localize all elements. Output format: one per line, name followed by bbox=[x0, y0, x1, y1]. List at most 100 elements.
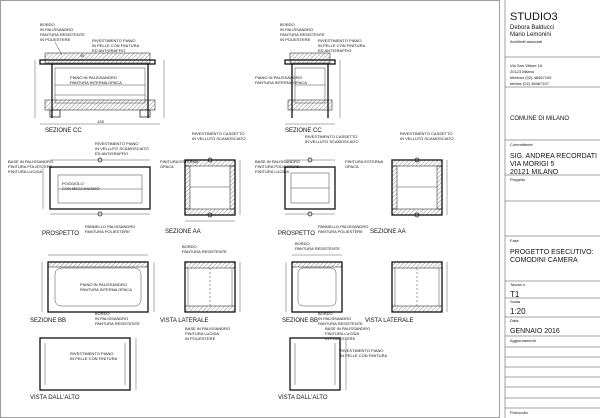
svg-text:BASE IN PALISSANDRO: BASE IN PALISSANDRO bbox=[185, 326, 230, 331]
fase-line2: COMODINI CAMERA bbox=[510, 257, 578, 264]
svg-text:RIVESTIMENTO CASSETTO: RIVESTIMENTO CASSETTO bbox=[400, 131, 453, 136]
svg-text:BASE IN PALISSANDRO: BASE IN PALISSANDRO bbox=[8, 159, 53, 164]
section-cc-right bbox=[284, 52, 341, 125]
top-view-right: RIVESTIMENTO PIANO IN PELLE CON FINITURA bbox=[289, 337, 387, 391]
svg-text:IN PALISSANDRO: IN PALISSANDRO bbox=[95, 316, 128, 321]
elevation-prospetto-right bbox=[284, 157, 336, 217]
top-view-left: RIVESTIMENTO PIANO IN PELLE CON FINITURA bbox=[39, 337, 137, 391]
progetto-heading: Progetto bbox=[510, 177, 526, 182]
note-bordo-top-bb-right: BORDO PANTURA RESISTENTE bbox=[295, 241, 340, 251]
fase-heading: Fase bbox=[510, 238, 520, 243]
architect-2: Mario Lemonini bbox=[510, 32, 551, 38]
view-label-sezione-bb-right: SEZIONE BB bbox=[282, 318, 318, 324]
svg-text:IN PALISSANDRO: IN PALISSANDRO bbox=[280, 27, 313, 32]
svg-text:PIANO IN PALISSANDRO: PIANO IN PALISSANDRO bbox=[70, 75, 117, 80]
client-label: COMUNE DI MILANO bbox=[510, 116, 569, 122]
svg-text:IN PELLE CON FINITURA: IN PELLE CON FINITURA bbox=[70, 356, 117, 361]
note-finitura-esterna-left: FINITURA ESTERNA OPACA bbox=[160, 159, 199, 169]
svg-text:IN VELLUTO SCAMOSCIATO: IN VELLUTO SCAMOSCIATO bbox=[400, 136, 454, 141]
svg-text:IN PELLE CON FINITURA: IN PELLE CON FINITURA bbox=[318, 43, 365, 48]
committente-heading: Committente bbox=[510, 142, 533, 147]
note-bordo-bb-left: BORDO IN PALISSANDRO PANTURA RESISTENTE bbox=[95, 311, 140, 326]
committente-city: 20121 MILANO bbox=[510, 169, 559, 176]
svg-text:FINITURA LUCIDA: FINITURA LUCIDA bbox=[185, 331, 219, 336]
svg-text:IN PELLE CON FINITURA: IN PELLE CON FINITURA bbox=[340, 353, 387, 358]
note-bordo-left: BORDO IN PALISSANDRO PANTURA RESISTENTE … bbox=[40, 22, 85, 56]
note-bordo-lat-left: BORDO PANTURA RESISTENTE bbox=[182, 244, 227, 254]
svg-text:FINITURA POLIESTERE: FINITURA POLIESTERE bbox=[255, 164, 300, 169]
svg-text:PANTURA INTERNA OPACA: PANTURA INTERNA OPACA bbox=[255, 80, 307, 85]
view-label-sezione-aa-left: SEZIONE AA bbox=[165, 229, 201, 235]
svg-text:RIVESTIMENTO PIANO: RIVESTIMENTO PIANO bbox=[70, 351, 114, 356]
view-label-vista-laterale-right: VISTA LATERALE bbox=[365, 318, 413, 324]
svg-text:RIVESTIMENTO PIANO: RIVESTIMENTO PIANO bbox=[92, 38, 136, 43]
note-palissandro-right: PANNELLO PALISSANDRO PANTURA POLIESTERE bbox=[318, 224, 368, 234]
view-label-sezione-bb-left: SEZIONE BB bbox=[30, 318, 66, 324]
note-palissandro-left: PANNELLO PALISSANDRO PANTURA POLIESTERE bbox=[85, 224, 135, 234]
note-bordo-right: BORDO IN PALISSANDRO PANTURA RESISTENTE … bbox=[280, 22, 325, 42]
tavola-heading: Tavola n. bbox=[510, 282, 526, 287]
data-heading: Data bbox=[510, 318, 519, 323]
note-finitura-esterna-right: FINITURA ESTERNA OPACA bbox=[345, 159, 384, 169]
svg-text:PANTURA RESISTENTE: PANTURA RESISTENTE bbox=[182, 249, 227, 254]
svg-text:PANTURA INTERNA OPACA: PANTURA INTERNA OPACA bbox=[70, 80, 122, 85]
scala-heading: Scala bbox=[510, 299, 521, 304]
svg-text:PANNELLO PALISSANDRO: PANNELLO PALISSANDRO bbox=[318, 224, 368, 229]
svg-text:IN POLIESTERE: IN POLIESTERE bbox=[185, 336, 216, 341]
note-rivestimento-aa-right: RIVESTIMENTO CASSETTO IN VELLUTO SCAMOSC… bbox=[400, 131, 454, 141]
section-aa-right bbox=[391, 157, 448, 218]
tavola-value: T1 bbox=[510, 290, 520, 299]
svg-text:IN VELLUTO SCAMOSCIATO: IN VELLUTO SCAMOSCIATO bbox=[305, 139, 359, 144]
architects-role: Architetti associati bbox=[510, 39, 542, 44]
svg-text:PIANO IN PALISSANDRO: PIANO IN PALISSANDRO bbox=[255, 75, 302, 80]
svg-text:FINITURA LUCIDA: FINITURA LUCIDA bbox=[8, 169, 42, 174]
svg-text:PANTURA POLIESTERE: PANTURA POLIESTERE bbox=[85, 229, 130, 234]
svg-text:IN PELLE CON FINITURA: IN PELLE CON FINITURA bbox=[92, 43, 139, 48]
svg-text:FINITURA LUCIDA: FINITURA LUCIDA bbox=[325, 331, 359, 336]
view-label-vista-alto-right: VISTA DALL'ALTO bbox=[278, 395, 328, 401]
svg-text:BORDO: BORDO bbox=[318, 311, 333, 316]
svg-text:PIANO IN PALISSANDRO: PIANO IN PALISSANDRO bbox=[80, 282, 127, 287]
svg-text:RIVESTIMENTO PIANO: RIVESTIMENTO PIANO bbox=[340, 348, 384, 353]
view-label-prospetto-right: PROSPETTO bbox=[278, 231, 315, 237]
note-rivestimento-aa-left: RIVESTIMENTO CASSETTO IN VELLUTO SCAMOSC… bbox=[192, 131, 246, 141]
studio-fax: telefax (02) 48467107 bbox=[510, 81, 550, 86]
svg-text:RIVESTIMENTO CASSETTO: RIVESTIMENTO CASSETTO bbox=[305, 134, 358, 139]
side-view-left bbox=[184, 261, 241, 313]
svg-text:IN POLIESTERE: IN POLIESTERE bbox=[40, 37, 71, 42]
svg-text:PANTURA RESISTENTE: PANTURA RESISTENTE bbox=[95, 321, 140, 326]
view-label-sezione-cc-left: SEZIONE CC bbox=[45, 128, 82, 134]
note-base-lat-left: BASE IN PALISSANDRO FINITURA LUCIDA IN P… bbox=[185, 326, 230, 341]
svg-text:FINITURA POLIESTERE: FINITURA POLIESTERE bbox=[8, 164, 53, 169]
dim-top: 45 bbox=[80, 53, 85, 58]
studio-address: Via San Vittore 16 bbox=[510, 63, 543, 68]
svg-text:RIVESTIMENTO CASSETTO: RIVESTIMENTO CASSETTO bbox=[192, 131, 245, 136]
note-rivestimento-cassetto-right: RIVESTIMENTO CASSETTO IN VELLUTO SCAMOSC… bbox=[305, 134, 359, 144]
studio-city: 20123 Milano bbox=[510, 69, 535, 74]
note-base-right: BASE IN PALISSANDRO FINITURA POLIESTERE … bbox=[255, 159, 300, 174]
svg-text:BORDO: BORDO bbox=[182, 244, 197, 249]
fase-line1: PROGETTO ESECUTIVO: bbox=[510, 249, 594, 256]
elevation-prospetto-left: POGGIOLO CON MECCANISMO bbox=[42, 157, 151, 217]
svg-text:PANTURA RESISTENTE: PANTURA RESISTENTE bbox=[295, 246, 340, 251]
data-value: GENNAIO 2016 bbox=[510, 328, 560, 335]
section-aa-left bbox=[184, 157, 241, 222]
committente-name: SIG. ANDREA RECORDATI bbox=[510, 153, 597, 160]
note-rivestimento-left: RIVESTIMENTO PIANO IN PELLE CON FINITURA… bbox=[92, 38, 139, 53]
svg-text:POGGIOLO: POGGIOLO bbox=[62, 181, 84, 186]
note-piano-left: PIANO IN PALISSANDRO PANTURA INTERNA OPA… bbox=[70, 75, 122, 85]
view-label-sezione-cc-right: SEZIONE CC bbox=[285, 128, 322, 134]
svg-text:BASE IN PALISSANDRO: BASE IN PALISSANDRO bbox=[255, 159, 300, 164]
svg-text:RIVESTIMENTO PIANO: RIVESTIMENTO PIANO bbox=[95, 141, 139, 146]
section-cc-left: 128 45 bbox=[34, 52, 165, 125]
svg-text:PANTURA POLIESTERE: PANTURA POLIESTERE bbox=[318, 229, 363, 234]
svg-text:RIVESTIMENTO PIANO: RIVESTIMENTO PIANO bbox=[318, 38, 362, 43]
svg-text:BORDO: BORDO bbox=[95, 311, 110, 316]
svg-text:CON MECCANISMO: CON MECCANISMO bbox=[62, 186, 100, 191]
svg-text:ED ANTIGRAFFIO: ED ANTIGRAFFIO bbox=[95, 151, 128, 156]
svg-text:PANTURA INTERNA OPACA: PANTURA INTERNA OPACA bbox=[80, 287, 132, 292]
note-rivestimento-cassetto-left: RIVESTIMENTO PIANO IN VELLUTO SCAMOSCIAT… bbox=[95, 141, 149, 156]
title-block bbox=[504, 0, 600, 418]
studio-name: STUDIO3 bbox=[510, 11, 558, 23]
svg-text:OPACA: OPACA bbox=[345, 164, 359, 169]
